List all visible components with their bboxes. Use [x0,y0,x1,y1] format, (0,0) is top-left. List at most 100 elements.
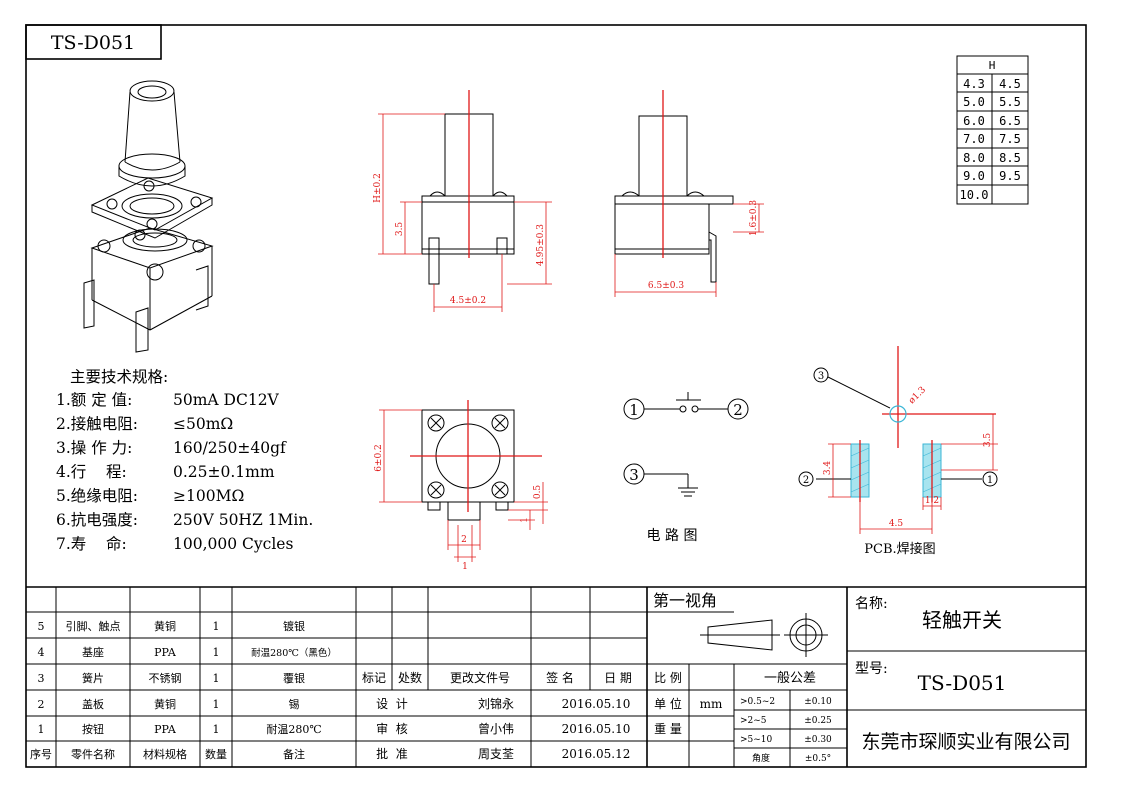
circuit-diagram: 1 2 3 电 路 图 [623,392,749,544]
spec-label: 6.抗电强度: [56,511,138,529]
front-view: H±0.2 3.5 4.95±0.3 4.5±0.2 [373,90,552,312]
bom-cell: 5 [38,620,45,633]
h-cell: 9.5 [999,169,1021,183]
spec-label: 5.绝缘电阻: [56,487,138,505]
pcb-node-1: 1 [987,475,993,486]
bom-cell: 耐温280℃（黑色） [251,647,337,659]
pcb-dim-3-4: 3.4 [823,461,833,476]
top-dim-2: 2 [461,535,467,545]
h-value-table: H 4.3 4.5 5.0 5.5 6.0 6.5 7.0 7.5 8.0 8.… [956,55,1029,205]
revision-header: 标记 [362,671,386,685]
unit-label: 单 位 [654,696,682,711]
drawing-border [25,24,1087,768]
spec-value: 160/250±40gf [173,439,287,457]
spec-label: 3.操 作 力: [56,439,132,457]
tolerance-range: >2~5 [740,716,767,726]
pcb-node-2: 2 [803,475,809,486]
bom-cell: 1 [213,620,220,633]
scale-label: 比 例 [654,671,682,685]
bom-col-header: 零件名称 [71,747,115,761]
product-name: 轻触开关 [922,608,1002,632]
bom-cell: 基座 [82,645,104,659]
h-table-header: H [989,59,996,72]
tolerance-range: >0.5~2 [740,697,775,707]
pcb-caption: PCB.焊接图 [864,541,935,557]
h-cell: 9.0 [963,169,985,183]
h-cell: 10.0 [960,188,989,202]
revision-header: 签 名 [546,670,574,685]
spec-value: 100,000 Cycles [173,535,293,553]
unit-value: mm [700,697,723,711]
bom-cell: 黄铜 [154,697,176,711]
side-dim-6-5: 6.5±0.3 [648,281,684,291]
top-dim-1-a: 1 [520,517,530,523]
h-cell: 6.5 [999,114,1021,128]
spec-label: 1.额 定 值: [56,391,132,409]
h-cell: 5.5 [999,95,1021,109]
model-value: TS-D051 [918,671,1007,695]
design-name: 刘锦永 [478,697,514,711]
revision-header: 日 期 [604,671,632,685]
bom-cell: 簧片 [82,671,104,685]
bom-cell: PPA [154,646,177,659]
bom-cell: 引脚、触点 [66,619,121,633]
top-dim-6: 6±0.2 [374,444,384,472]
tolerance-title: 一般公差 [764,670,816,686]
h-cell: 5.0 [963,95,985,109]
name-label: 名称: [855,596,888,612]
spec-label: 4.行 程: [56,463,127,481]
design-label: 设 计 [376,697,408,711]
revision-header: 处数 [398,670,422,685]
bom-cell: 镀银 [283,619,305,633]
company-name: 东莞市琛顺实业有限公司 [861,731,1070,753]
spec-value: 50mA DC12V [173,391,280,409]
isometric-exploded-view [83,80,214,353]
tolerance-range: 角度 [752,752,770,764]
top-dim-0-5: 0.5 [533,485,543,500]
technical-specifications: 主要技术规格: 1.额 定 值: 50mA DC12V 2.接触电阻: ≤50m… [56,368,313,553]
bom-cell: 按钮 [82,722,104,736]
pcb-dim-1-2: 1.2 [925,496,939,506]
front-dim-3-5: 3.5 [395,222,405,237]
tolerance-value: ±0.30 [804,735,832,745]
spec-value: 0.25±0.1mm [173,463,275,481]
tolerance-range: >5~10 [740,735,773,745]
bom-col-header: 序号 [30,747,52,761]
pcb-node-3: 3 [818,371,824,382]
title-block: 序号 零件名称 材料规格 数量 备注 5 引脚、触点 黄铜 1 镀银 4 基座 … [26,586,1086,767]
bom-cell: 3 [38,672,45,685]
pcb-footprint: 3 ø1.3 2 1 3.5 3.4 1.2 4.5 P [798,346,998,557]
bom-cell: 盖板 [82,697,104,711]
circuit-node-2: 2 [733,401,743,419]
bom-cell: 覆银 [283,671,305,685]
approve-name: 周支荃 [478,747,514,761]
pcb-dim-3-5: 3.5 [983,433,993,448]
spec-label: 2.接触电阻: [56,415,138,433]
review-name: 曾小伟 [478,722,514,736]
h-cell: 4.3 [963,77,985,91]
projection-title: 第一视角 [653,591,717,610]
front-dim-h: H±0.2 [373,173,383,203]
bom-cell: 1 [38,723,45,736]
side-view: 1.6±0.3 6.5±0.3 [614,90,764,297]
bom-col-header: 数量 [205,748,227,761]
bom-col-header: 材料规格 [143,747,187,761]
circuit-node-3: 3 [629,466,639,484]
h-cell: 4.5 [999,77,1021,91]
weight-label: 重 量 [654,722,682,736]
design-date: 2016.05.10 [562,697,631,711]
approve-date: 2016.05.12 [562,747,631,761]
bom-cell: 1 [213,672,220,685]
review-date: 2016.05.10 [562,722,631,736]
bom-cell: 1 [213,646,220,659]
h-cell: 7.0 [963,132,985,146]
circuit-node-1: 1 [629,401,639,419]
projection-cone-symbol [707,619,773,651]
spec-value: ≥100MΩ [173,487,244,505]
front-dim-4-95: 4.95±0.3 [536,224,546,266]
specs-title: 主要技术规格: [70,368,168,386]
review-label: 审 核 [376,721,408,736]
tolerance-value: ±0.25 [804,716,832,726]
top-dim-1-b: 1 [462,562,468,572]
